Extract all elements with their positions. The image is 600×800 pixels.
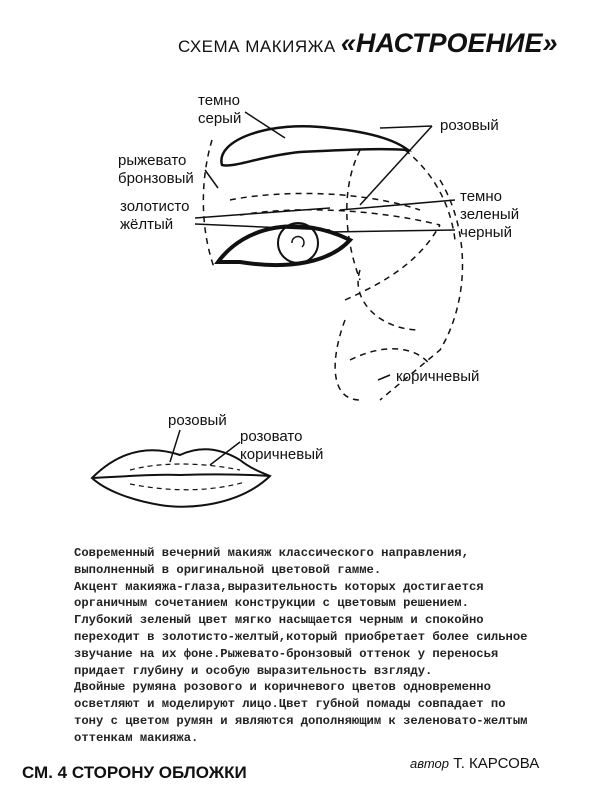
- see-cover-note: СМ. 4 СТОРОНУ ОБЛОЖКИ: [22, 763, 247, 782]
- label-brown: коричневый: [396, 368, 480, 385]
- label-pink: розовый: [440, 117, 499, 134]
- label-dark-green: темно зеленый: [460, 188, 520, 223]
- description-text: Современный вечерний макияж классическог…: [74, 545, 584, 747]
- iris-swirl: [291, 235, 305, 248]
- author-name: Т. КАРСОВА: [453, 755, 540, 772]
- label-bronze: рыжевато бронзовый: [118, 152, 194, 187]
- label-lips-pink: розовый: [168, 412, 227, 429]
- iris: [277, 222, 319, 264]
- lips: [90, 448, 272, 508]
- label-black: черный: [460, 224, 512, 241]
- leader-lines: [194, 111, 456, 381]
- paragraph: Современный вечерний макияж классическог…: [74, 546, 469, 577]
- label-dark-gray: темно серый: [198, 92, 242, 127]
- paragraph: Акцент макияжа-глаза,выразительность кот…: [74, 579, 528, 678]
- author-credit: автор Т. КАРСОВА: [410, 755, 539, 772]
- label-lips-pink-brown: розовато коричневый: [240, 428, 324, 463]
- author-prefix: автор: [410, 756, 450, 771]
- dashed-contours: [202, 139, 464, 401]
- makeup-diagram: [90, 111, 464, 508]
- paragraph: Двойные румяна розового и коричневого цв…: [74, 680, 528, 745]
- eyebrow: [220, 124, 413, 167]
- title-name: «НАСТРОЕНИЕ»: [340, 28, 558, 58]
- label-gold: золотисто жёлтый: [120, 198, 190, 233]
- page-title: СХЕМА МАКИЯЖА «НАСТРОЕНИЕ»: [178, 28, 558, 59]
- title-prefix: СХЕМА МАКИЯЖА: [178, 37, 336, 56]
- lip-dashed-contours: [129, 463, 246, 491]
